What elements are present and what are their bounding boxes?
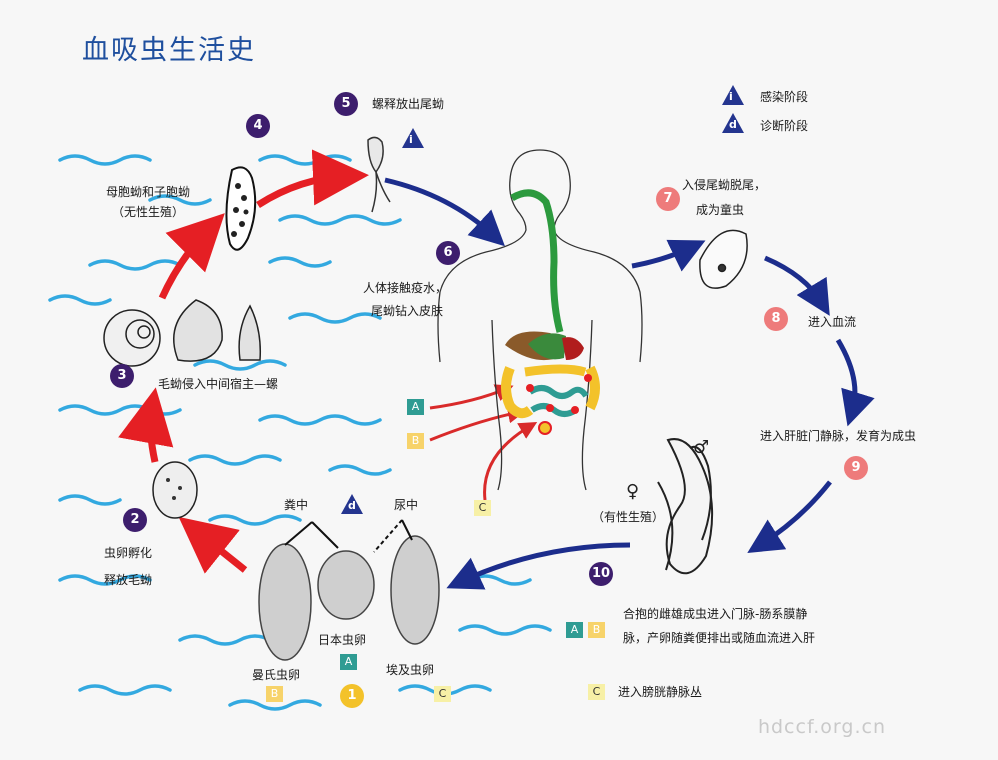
skin-contact-label: 人体接触疫水， [363,281,448,295]
release-miracidium-label: 释放毛蚴 [104,573,153,587]
diagnostic-stage-icon: d [722,113,744,133]
step-6-badge: 6 [436,241,460,265]
step-1-badge: 1 [340,684,364,708]
diagnostic-stage-marker: d [341,494,363,514]
step-5-badge: 5 [334,92,358,116]
water-waves [48,154,552,711]
infective-stage-icon: i [722,85,744,105]
tag-a-egg: A [340,654,357,670]
tag-a-adults: A [566,622,583,638]
bloodstream-label: 进入血流 [808,315,857,329]
watermark: hdccf.org.cn [757,716,886,738]
bladder-plexus-label: 进入膀胱静脉丛 [618,685,703,699]
red-arrows [118,149,369,574]
tag-b-gut: B [407,433,424,449]
tag-b-adults: B [588,622,605,638]
legend-diagnostic-label: 诊断阶段 [760,119,809,133]
portal-vein-label: 进入肝脏门静脉，发育为成虫 [760,429,917,443]
blue-arrows [384,177,875,590]
step-9-badge: 9 [844,456,868,480]
cercaria-illustration [367,136,391,213]
step-10-badge: 10 [589,562,613,586]
s-haematobium-egg-label: 埃及虫卵 [386,663,435,677]
urine-label: 尿中 [394,498,419,512]
tag-c-egg: C [434,686,451,702]
egg-pointer-lines [284,519,413,553]
step-3-badge: 3 [110,364,134,388]
snail-host-label: 毛蚴侵入中间宿主—螺 [158,377,279,391]
male-symbol: ♂ [693,437,710,458]
paired-adults-label-2: 脉，产卵随粪便排出或随血流进入肝 [623,631,816,645]
eggs-illustration [258,535,440,661]
tag-c-bladder: C [588,684,605,700]
tag-a-gut: A [407,399,424,415]
gut-arrows [429,384,538,501]
feces-label: 粪中 [284,498,309,512]
cercaria-release-label: 螺释放出尾蚴 [372,97,445,111]
female-symbol: ♀ [626,481,640,502]
sporocyst-label: 母胞蚴和子胞蚴 [106,185,191,199]
tag-c-gut: C [474,500,491,516]
schistosomulum-illustration [699,229,748,289]
s-mansoni-egg-label: 曼氏虫卵 [252,668,301,682]
hatch-label: 虫卵孵化 [104,546,153,560]
s-japonicum-egg-label: 日本虫卵 [318,633,367,647]
step-8-badge: 8 [764,307,788,331]
infective-stage-marker: i [402,128,424,148]
schistosomula-label: 入侵尾蚴脱尾， [682,178,767,192]
step-4-badge: 4 [246,114,270,138]
organs [501,331,600,435]
step-7-badge: 7 [656,187,680,211]
asexual-label: （无性生殖） [112,205,185,219]
sporocyst-illustration [225,166,257,251]
juvenile-label: 成为童虫 [696,203,745,217]
step-2-badge: 2 [123,508,147,532]
tag-b-egg: B [266,686,283,702]
sexual-reproduction-label: （有性生殖） [592,510,665,524]
paired-adults-label-1: 合抱的雌雄成虫进入门脉-肠系膜静 [623,607,808,621]
adult-worms-illustration [657,438,714,575]
page-title: 血吸虫生活史 [82,35,256,66]
skin-penetration-label: 尾蚴钻入皮肤 [371,304,444,318]
esophagus [510,189,564,333]
legend-infective-label: 感染阶段 [760,90,809,104]
snail-illustration [103,299,262,367]
miracidium-illustration [152,461,198,519]
